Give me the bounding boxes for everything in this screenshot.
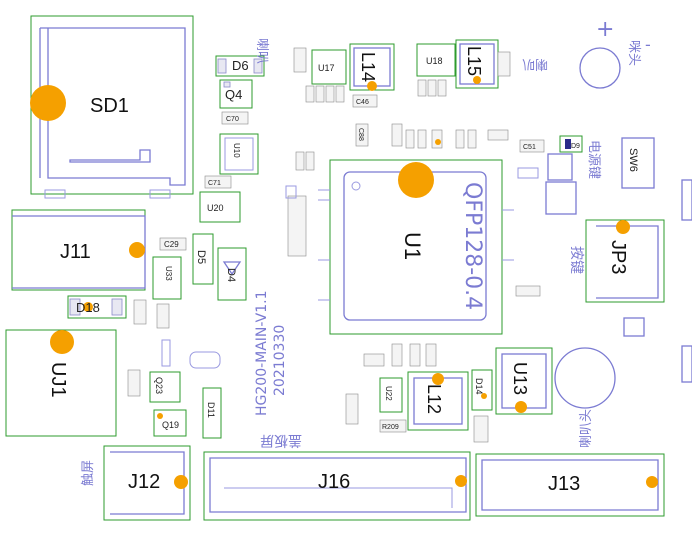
svg-text:L15: L15 bbox=[464, 46, 484, 76]
u33-chip: U33 bbox=[152, 256, 182, 300]
uj1-label: UJ1 bbox=[47, 362, 69, 398]
touch-text: 触屏 bbox=[81, 460, 96, 486]
svg-text:J16: J16 bbox=[318, 471, 350, 493]
svg-text:D11: D11 bbox=[206, 402, 216, 418]
svg-text:咪头: 咪头 bbox=[626, 40, 641, 66]
svg-text:R209: R209 bbox=[382, 424, 399, 431]
u17-chip: U17 bbox=[311, 49, 347, 85]
d18-label: D18 bbox=[76, 300, 100, 315]
svg-text:C29: C29 bbox=[164, 240, 179, 249]
c70-cap: C70 bbox=[221, 111, 249, 125]
svg-text:L14: L14 bbox=[358, 52, 378, 82]
d6-diode: D6 bbox=[215, 55, 265, 77]
svg-text:D5: D5 bbox=[195, 250, 207, 264]
d14-diode: D14 bbox=[471, 369, 493, 411]
right-edge-marks: + - 咪头 bbox=[579, 17, 692, 383]
c32-cap bbox=[156, 303, 170, 329]
u18-chip: U18 bbox=[416, 43, 456, 77]
c88-cap: C46 bbox=[352, 94, 378, 108]
svg-text:Q19: Q19 bbox=[162, 420, 179, 430]
date-label: 20210330 bbox=[272, 325, 288, 396]
sw6-switch: SW6 bbox=[621, 137, 655, 189]
connector-cn-label: 盖板屏 bbox=[260, 432, 302, 448]
d5-diode: D5 bbox=[192, 233, 214, 285]
d9-diode: D9 bbox=[559, 135, 583, 153]
svg-text:D14: D14 bbox=[474, 378, 484, 395]
u1-qfp128-chip: U1 QFP128-0.4 bbox=[318, 159, 514, 335]
c91-cap bbox=[497, 51, 511, 77]
svg-text:U17: U17 bbox=[318, 63, 335, 73]
svg-text:C46: C46 bbox=[356, 99, 369, 106]
svg-text:D9: D9 bbox=[571, 143, 580, 150]
small-caps-row bbox=[295, 79, 545, 171]
j16-connector: J16 bbox=[203, 451, 471, 521]
keys-text: 按键 bbox=[568, 246, 584, 274]
j11-connector: J11 bbox=[11, 209, 146, 291]
pin1-marker bbox=[30, 85, 66, 121]
horn-text: 喇叭头 bbox=[579, 409, 594, 448]
sd1-label: SD1 bbox=[90, 95, 129, 117]
svg-text:C51: C51 bbox=[523, 144, 536, 151]
svg-text:JP3: JP3 bbox=[607, 240, 629, 274]
c156-cap: R209 bbox=[379, 419, 407, 433]
svg-text:J13: J13 bbox=[548, 473, 580, 495]
speaker-text: 喇叭 bbox=[254, 38, 269, 64]
c29-cap: C29 bbox=[159, 237, 187, 251]
u22-chip: U22 bbox=[379, 377, 403, 413]
j13-connector: J13 bbox=[475, 453, 665, 517]
l15-inductor: L15 bbox=[455, 39, 499, 89]
c51-cap: C51 bbox=[523, 144, 536, 151]
svg-text:U20: U20 bbox=[207, 203, 224, 213]
speaker-circle bbox=[554, 347, 616, 409]
j12-connector: J12 bbox=[103, 445, 191, 521]
u10-chip: U10 bbox=[219, 133, 259, 175]
l14-inductor: L14 bbox=[349, 43, 395, 91]
power-key-outline bbox=[517, 153, 577, 215]
r209-res bbox=[345, 393, 359, 425]
misc-outlines bbox=[127, 185, 307, 397]
c41-cap bbox=[293, 47, 307, 73]
lower-small-caps bbox=[363, 285, 541, 443]
svg-text:D6: D6 bbox=[232, 58, 249, 73]
svg-text:U33: U33 bbox=[164, 266, 173, 281]
svg-text:Q4: Q4 bbox=[225, 87, 242, 102]
c12-cap: C88 bbox=[357, 128, 364, 141]
sd1-card-slot: SD1 bbox=[30, 15, 194, 199]
q23-transistor: Q23 bbox=[149, 371, 181, 403]
d4-diode: D4 bbox=[217, 247, 247, 301]
svg-text:U13: U13 bbox=[510, 362, 530, 395]
svg-text:C88: C88 bbox=[357, 128, 364, 141]
svg-text:SW6: SW6 bbox=[627, 148, 639, 172]
version-label: HG200-MAIN-V1.1 bbox=[254, 291, 270, 416]
jp3-connector: JP3 bbox=[585, 219, 665, 303]
svg-text:-: - bbox=[645, 35, 651, 54]
u13-chip: U13 bbox=[495, 347, 553, 415]
u1-label: U1 bbox=[400, 232, 425, 260]
speaker-left-text: 喇叭 bbox=[522, 56, 548, 71]
c71-cap: C71 bbox=[204, 175, 232, 189]
u20-chip: U20 bbox=[199, 191, 241, 223]
d18-diode: D18 bbox=[67, 295, 127, 319]
qfp-label: QFP128-0.4 bbox=[460, 182, 485, 310]
j11-label: J11 bbox=[60, 241, 91, 263]
q19-transistor: Q19 bbox=[153, 409, 187, 437]
l12-inductor: L12 bbox=[407, 371, 469, 431]
svg-text:U22: U22 bbox=[384, 386, 393, 401]
svg-text:U18: U18 bbox=[426, 56, 443, 66]
d11-diode: D11 bbox=[202, 387, 222, 439]
q4-transistor: Q4 bbox=[219, 79, 253, 109]
power-key-text: 电源键 bbox=[586, 140, 601, 179]
svg-text:U10: U10 bbox=[232, 143, 241, 158]
svg-text:L12: L12 bbox=[424, 384, 444, 414]
uj1-connector: UJ1 bbox=[5, 329, 117, 437]
svg-text:J12: J12 bbox=[128, 471, 160, 493]
svg-text:C70: C70 bbox=[226, 116, 239, 123]
svg-text:Q23: Q23 bbox=[154, 377, 164, 394]
svg-text:D4: D4 bbox=[225, 268, 237, 282]
svg-text:C71: C71 bbox=[208, 180, 221, 187]
svg-text:+: + bbox=[596, 17, 614, 42]
